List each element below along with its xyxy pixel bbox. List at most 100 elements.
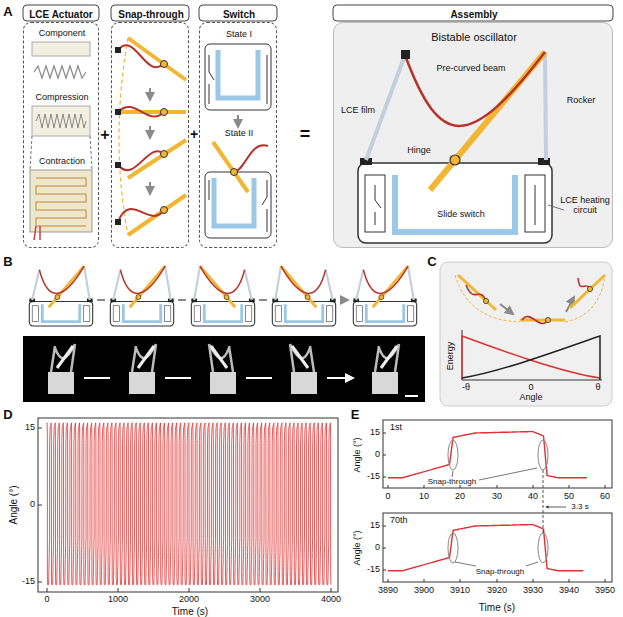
art-path — [118, 107, 164, 117]
art-path — [149, 182, 151, 194]
panel-letter: + — [100, 126, 109, 144]
art-rect — [358, 163, 552, 243]
axis-label: 70th — [390, 516, 408, 526]
axis-label: 30 — [492, 492, 502, 502]
panel-letter: B — [3, 255, 12, 269]
art-path — [118, 45, 164, 67]
axis-label: 3920 — [487, 586, 507, 596]
axis-label: 3930 — [523, 586, 543, 596]
art-path — [388, 432, 587, 478]
art-path — [30, 136, 92, 170]
art-rect — [32, 42, 90, 56]
art-path — [118, 151, 164, 170]
art-path — [462, 330, 602, 380]
art-use — [110, 266, 173, 326]
art-path — [213, 142, 248, 192]
axis-label: 0 — [44, 595, 49, 605]
art-rect — [38, 418, 338, 592]
sequence-schematics — [29, 266, 416, 326]
axis-label: 0 — [375, 543, 380, 553]
art-rect — [440, 262, 612, 406]
art-rect — [23, 336, 425, 402]
art-path — [545, 52, 546, 160]
part-label: Slide switch — [437, 210, 485, 220]
art-path — [388, 525, 583, 571]
art-path — [383, 526, 605, 582]
axis-label: 1000 — [108, 595, 128, 605]
assembly-ground — [333, 22, 613, 248]
art-rect — [111, 5, 189, 21]
snap-panel: Snap-through — [111, 22, 189, 248]
art-path — [466, 285, 486, 301]
art-rect — [32, 106, 90, 136]
axis-label: 3940 — [559, 586, 579, 596]
part-label: Rocker — [567, 96, 596, 106]
header-tabs — [23, 5, 613, 21]
art-circle — [587, 286, 592, 291]
art-path — [47, 423, 331, 585]
axis-label: 40 — [528, 492, 538, 502]
art-path — [455, 275, 520, 322]
art-circle — [231, 169, 238, 176]
switch-art — [205, 44, 271, 238]
axis-label: Snap-through — [476, 568, 524, 577]
art-path — [405, 52, 545, 126]
art-use — [272, 266, 335, 326]
art-path — [234, 145, 268, 172]
art-ellipse — [538, 440, 548, 470]
axis-label: -15 — [367, 472, 380, 482]
art-path — [237, 115, 239, 127]
long-term-plot — [38, 418, 338, 592]
art-path — [149, 126, 151, 138]
art-rect — [199, 5, 277, 21]
art-rect — [383, 420, 612, 488]
art-path — [522, 317, 548, 324]
axis-label: 3000 — [250, 595, 270, 605]
cycle-plots — [383, 420, 612, 582]
axis-label: Angle (°) — [353, 530, 363, 565]
axis-label: 50 — [564, 492, 574, 502]
art-circle — [161, 61, 168, 68]
art-path — [570, 275, 605, 308]
art-path — [209, 55, 267, 104]
axis-label: 0 — [375, 450, 380, 460]
photo-strip — [23, 336, 425, 402]
panel-heading: Snap-through — [118, 9, 184, 20]
art-path — [548, 205, 564, 210]
art-rect — [115, 109, 121, 115]
art-rect — [23, 5, 99, 21]
art-circle — [450, 155, 460, 165]
axis-label: Snap-through — [428, 478, 476, 487]
art-rect — [205, 44, 271, 110]
art-use — [29, 266, 92, 326]
part-label: State I — [226, 30, 252, 40]
part-label: Contraction — [39, 157, 85, 167]
axis-label: Time (s) — [479, 602, 515, 613]
art-path — [500, 304, 513, 314]
part-label: State II — [225, 129, 254, 139]
art-use — [353, 266, 416, 326]
axis-label: Angle — [519, 393, 542, 403]
art-path — [97, 299, 348, 301]
axis-label: Time (s) — [172, 606, 208, 617]
axis-label: 4000 — [321, 595, 341, 605]
axis-label: 15 — [370, 521, 380, 531]
art-path — [218, 50, 258, 98]
art-path — [375, 185, 535, 225]
art-rect — [333, 5, 613, 21]
axis-label: 60 — [600, 492, 610, 502]
art-path — [84, 377, 353, 379]
panel-letter: E — [351, 408, 360, 422]
art-rect — [115, 47, 121, 53]
art-path — [34, 226, 40, 240]
axis-label: -15 — [22, 577, 35, 587]
art-ellipse — [448, 533, 458, 563]
art-path — [462, 336, 600, 380]
axis-label: Angle (°) — [353, 437, 363, 472]
art-path — [120, 110, 186, 114]
art-path — [36, 114, 86, 128]
part-label: Hinge — [407, 146, 431, 156]
lce-actuator-art — [30, 42, 92, 240]
